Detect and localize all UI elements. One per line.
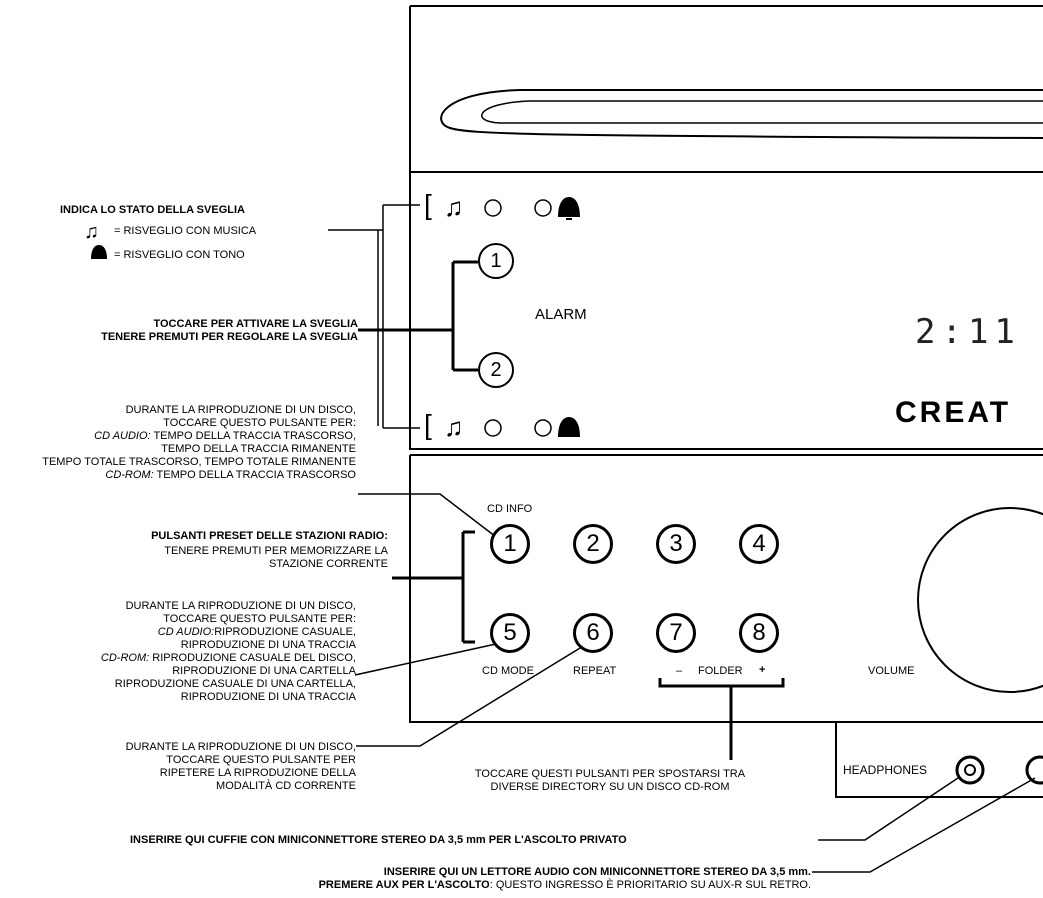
alarm-button-2[interactable]: 2 (478, 352, 514, 388)
preset-button-7[interactable]: 7 (656, 613, 696, 653)
repeat-label: REPEAT (573, 665, 617, 677)
preset-button-5[interactable]: 5 (490, 613, 530, 653)
headphones-label: HEADPHONES (843, 763, 928, 777)
clock-display: 2:11 (915, 312, 1021, 352)
cd-info-label: CD INFO (487, 503, 533, 515)
volume-label: VOLUME (868, 665, 915, 677)
folder-minus-label: – (676, 665, 683, 677)
presets-description: PULSANTI PRESET DELLE STAZIONI RADIO: TE… (151, 530, 388, 570)
headphone-jack-icon (955, 755, 985, 785)
preset-button-8[interactable]: 8 (739, 613, 779, 653)
cd-mode-description: DURANTE LA RIPRODUZIONE DI UN DISCO, TOC… (100, 600, 356, 703)
cd-mode-label: CD MODE (482, 665, 534, 677)
tone-wake-label: = RISVEGLIO CON TONO (114, 249, 245, 261)
preset-button-3[interactable]: 3 (656, 524, 696, 564)
repeat-description: DURANTE LA RIPRODUZIONE DI UN DISCO, TOC… (125, 741, 356, 792)
music-note-icon: ♫ (84, 221, 99, 243)
bell-icon (558, 417, 580, 437)
folder-plus-label: + (759, 664, 766, 676)
music-wake-label: = RISVEGLIO CON MUSICA (114, 225, 257, 237)
alarm-touch-text: TOCCARE PER ATTIVARE LA SVEGLIA TENERE P… (101, 318, 358, 343)
preset-button-2[interactable]: 2 (573, 524, 613, 564)
bracket-glyph: [ (424, 189, 432, 220)
preset-button-4[interactable]: 4 (739, 524, 779, 564)
folder-description: TOCCARE QUESTI PULSANTI PER SPOSTARSI TR… (474, 768, 746, 793)
cd-info-description: DURANTE LA RIPRODUZIONE DI UN DISCO, TOC… (42, 404, 356, 481)
alarm-status-title: INDICA LO STATO DELLA SVEGLIA (60, 204, 245, 216)
headphones-note: INSERIRE QUI CUFFIE CON MINICONNETTORE S… (130, 834, 627, 846)
brand-logo: CREAT (895, 396, 1012, 429)
alarm-button-1[interactable]: 1 (478, 243, 514, 279)
aux-note: INSERIRE QUI UN LETTORE AUDIO CON MINICO… (318, 866, 811, 891)
aux-jack-icon (1025, 755, 1043, 785)
folder-label: FOLDER (698, 665, 743, 677)
bell-icon (558, 197, 580, 220)
preset-button-6[interactable]: 6 (573, 613, 613, 653)
music-note-icon: ♫ (444, 412, 464, 442)
preset-button-1[interactable]: 1 (490, 524, 530, 564)
bell-icon (91, 245, 107, 259)
bracket-glyph: [ (424, 409, 432, 440)
music-note-icon: ♫ (444, 192, 464, 222)
alarm-label: ALARM (535, 306, 587, 323)
